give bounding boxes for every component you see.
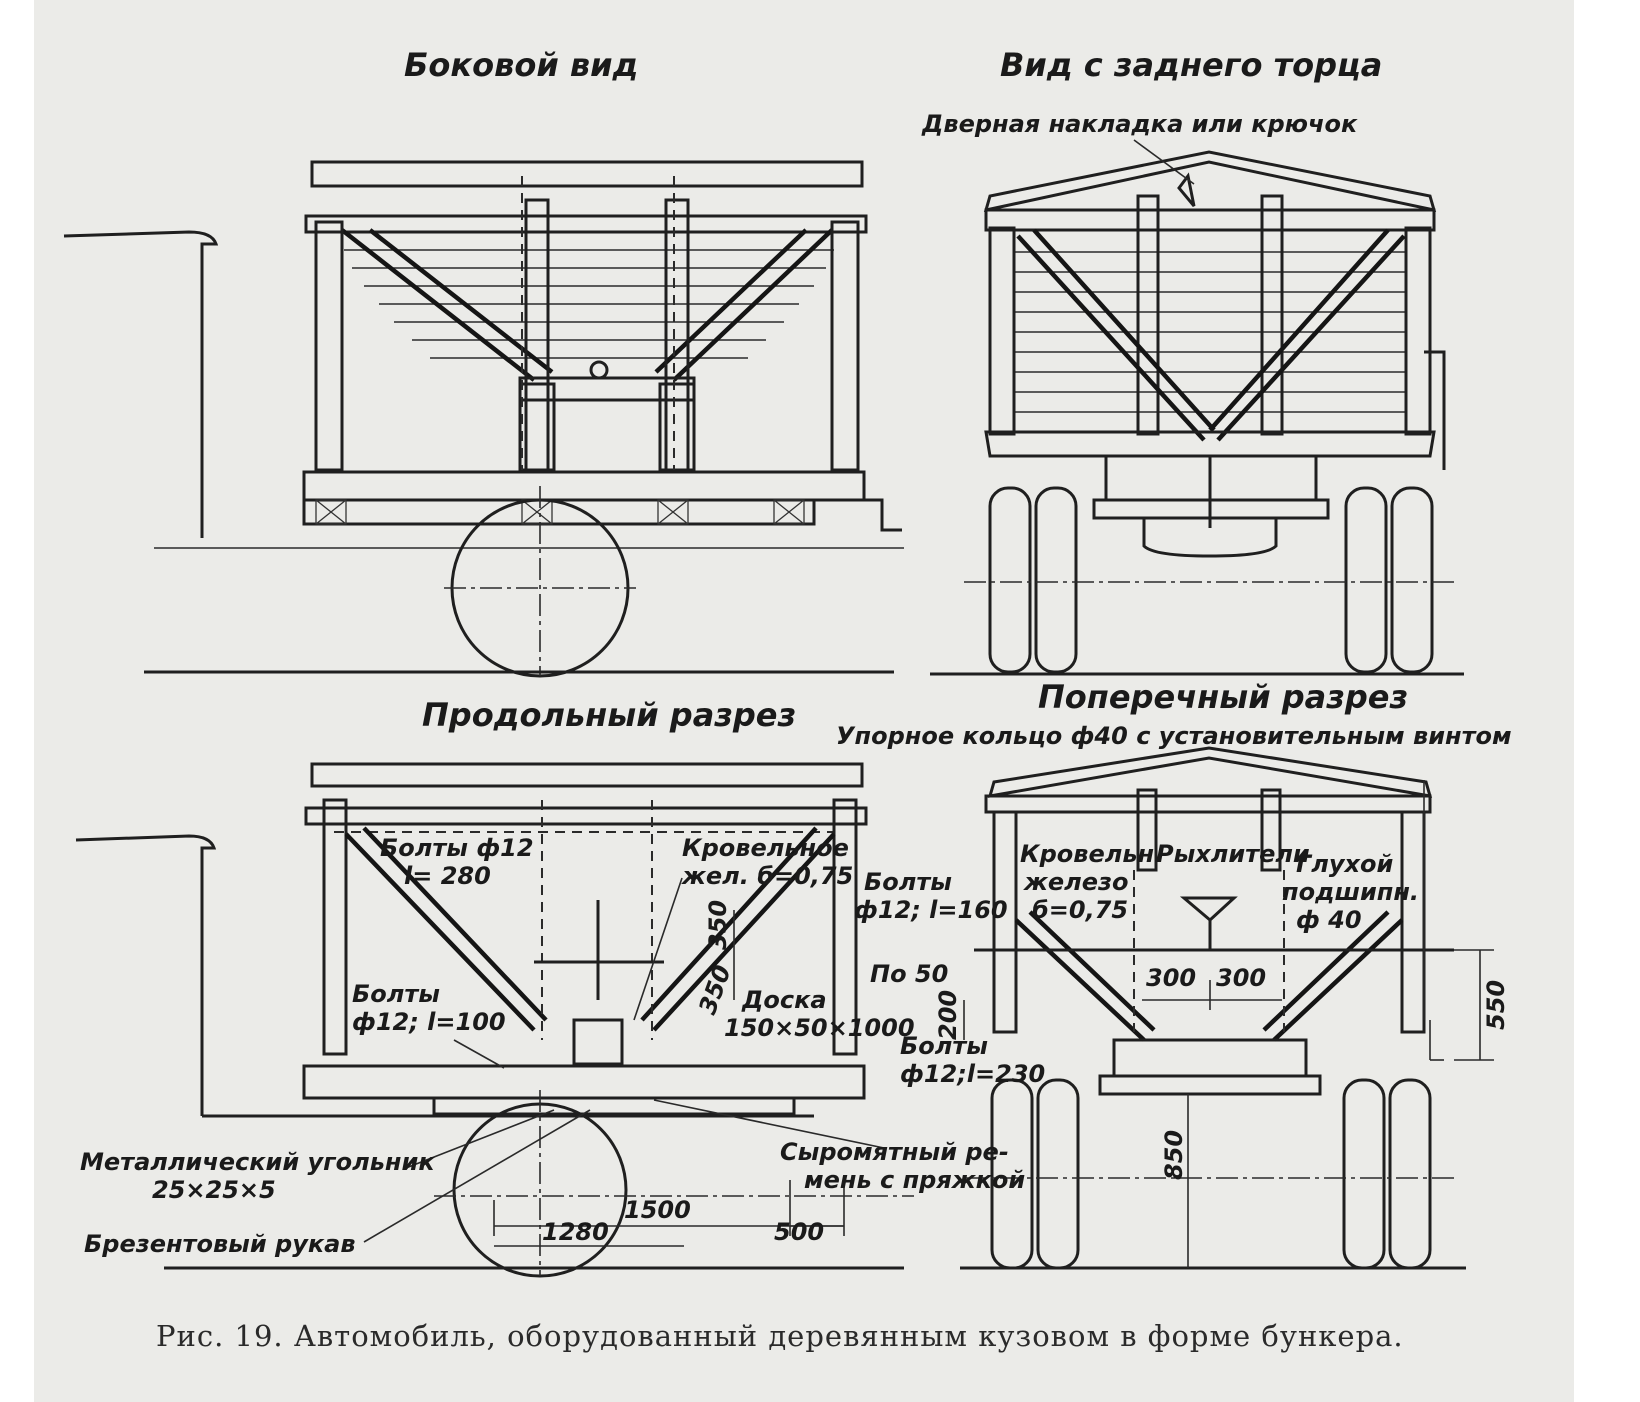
door-latch-note: Дверная накладка или крючок [921,110,1358,138]
roof-iron2-label-line3: б=0,75 [1032,896,1128,924]
dim-300-right: 300 [1216,964,1266,992]
section-dimension-lines [493,910,845,1247]
bolts-100-label-line1: Болты [352,980,440,1008]
bolts-160-label-line2: ф12; l=160 [854,896,1008,924]
section-posts [322,798,858,1056]
cross-axle-beam [1098,1074,1322,1096]
rear-view-boards [1014,251,1406,413]
side-view-crank [864,498,902,532]
section-top-beam [304,806,868,826]
rear-view-left-brace [1016,228,1216,442]
board-label-line1: Доска [741,986,827,1014]
strap-label-line2: мень с пряжкой [804,1166,1025,1194]
section-leaders [363,877,885,1243]
angle-iron-label-line1: Металлический угольник [80,1148,435,1176]
roof-iron-label-line1: Кровельное [682,834,849,862]
tarp-sleeve-label: Брезентовый рукав [84,1230,356,1258]
section-left-slope [344,826,548,1032]
dim-350-lower: 350 [693,961,736,1018]
rear-view-roof [983,150,1437,212]
cross-dimension-lines [963,780,1494,1268]
cross-section-title: Поперечный разрез [1038,678,1408,716]
rear-view-wheels [988,486,1434,674]
roof-iron-label-line2: жел. б=0,75 [681,862,853,890]
section-roof [310,762,864,788]
side-view-roof [310,160,864,188]
bolts-280-label-line1: Болты ф12 [380,834,534,862]
blind-bearing-label-line1: Глухой [1296,850,1393,878]
cross-funnel [1179,896,1238,922]
bolts-230-label-line1: Болты [900,1032,988,1060]
rear-view-handle [1424,350,1446,470]
dim-1500: 1500 [624,1196,691,1224]
side-view-top-beam [304,214,868,234]
side-view-outlet [518,376,696,402]
rear-view-right-brace [1208,228,1406,442]
dim-200: 200 [934,990,962,1040]
cross-section [960,746,1494,1270]
section-outlet [572,1018,624,1066]
roof-iron2-label-line1: Кровельн. [1020,840,1163,868]
rear-view-door-latch [1177,172,1196,207]
cross-top-beam [984,794,1432,814]
cross-roof [987,746,1433,798]
side-view-ring [589,360,609,380]
dim-300-left: 300 [1146,964,1196,992]
side-view-cab-outline [63,230,219,538]
dim-550: 550 [1482,980,1510,1030]
cross-wheels [990,1078,1432,1270]
dim-500: 500 [774,1218,824,1246]
side-view-right-slope [654,228,834,382]
longitudinal-section [75,762,914,1278]
technical-drawing: Боковой вид Вид с заднего торца Дверная … [63,46,1512,1353]
figure-caption: Рис. 19. Автомобиль, оборудованный дерев… [156,1319,1404,1353]
bolts-230-label-line2: ф12;l=230 [900,1060,1045,1088]
side-view [63,160,904,678]
cross-outlet [1112,1038,1308,1078]
angle-iron-label-line2: 25×25×5 [152,1176,276,1204]
dim-350-upper: 350 [704,900,732,950]
rear-view-differential [1142,518,1278,558]
rear-view [930,150,1464,676]
rear-view-posts [988,194,1432,436]
strap-label-line1: Сыромятный ре- [780,1138,1009,1166]
section-subframe [432,1096,796,1116]
bolts-280-label-line2: l= 280 [404,862,491,890]
side-view-title: Боковой вид [404,46,638,84]
stop-ring-note: Упорное кольцо ф40 с установительным вин… [836,722,1512,750]
side-view-cross-blocks [315,499,805,525]
roof-iron2-label-line2: железо [1023,868,1128,896]
section-frame [302,1064,866,1100]
dim-850: 850 [1160,1130,1188,1180]
drawing-sheet: Боковой вид Вид с заднего торца Дверная … [34,0,1574,1402]
section-cab-outline [75,834,217,1116]
side-view-frame [302,470,866,502]
dim-1280: 1280 [542,1218,609,1246]
side-view-posts [314,198,860,472]
longitudinal-section-title: Продольный разрез [422,696,796,734]
rear-view-title: Вид с заднего торца [1000,46,1382,84]
rear-view-top-beam [984,208,1436,232]
bolts-160-label-line1: Болты [864,868,952,896]
board-label-line2: 150×50×1000 [724,1014,915,1042]
bolts-100-label-line2: ф12; l=100 [352,1008,506,1036]
rear-view-sill [984,430,1436,458]
dim-po-50: По 50 [870,960,948,988]
section-right-slope [640,826,836,1032]
side-view-subframe [302,498,816,526]
blind-bearing-label-line2: подшипн. [1282,878,1419,906]
blind-bearing-label-line3: ф 40 [1296,906,1362,934]
rippers-label: Рыхлители [1156,840,1310,868]
